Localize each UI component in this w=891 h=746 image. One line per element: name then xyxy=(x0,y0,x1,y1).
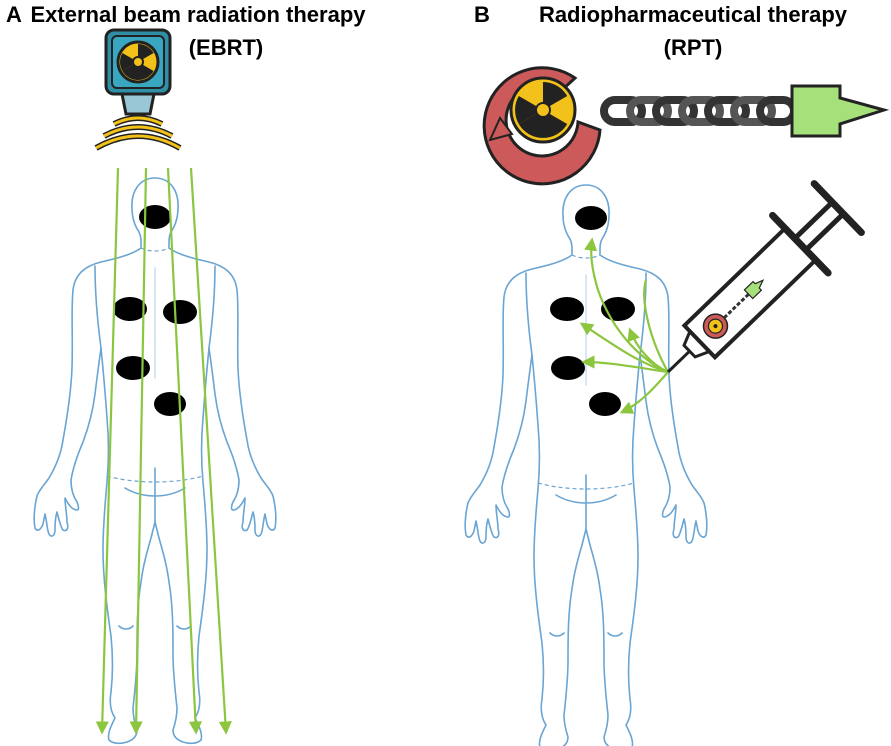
panel-b-title-line1: Radiopharmaceutical therapy xyxy=(539,2,848,27)
patient-body-a xyxy=(33,177,277,745)
panel-b-letter: B xyxy=(474,2,490,27)
distribution-routes xyxy=(579,237,669,414)
tumor xyxy=(116,356,150,380)
route-arrow xyxy=(581,355,669,374)
panel-b: B Radiopharmaceutical therapy (RPT) xyxy=(464,2,890,746)
beam-arrow xyxy=(189,167,232,735)
tumor xyxy=(589,392,621,416)
tumor xyxy=(550,297,584,321)
targeting-vector-icon xyxy=(790,84,890,138)
tumor xyxy=(575,206,607,230)
route-arrow xyxy=(643,279,669,373)
panel-a-letter: A xyxy=(6,2,22,27)
external-beams xyxy=(95,167,232,735)
radiopharmaceutical-conjugate-icon xyxy=(482,66,890,186)
route-arrow xyxy=(584,237,669,374)
patient-body-b xyxy=(464,184,708,746)
panel-a: A External beam radiation therapy (EBRT) xyxy=(6,2,367,745)
chain-linker-icon xyxy=(600,96,798,126)
tumor-group-a xyxy=(113,205,197,416)
route-arrow xyxy=(619,371,669,414)
panel-a-title-line1: External beam radiation therapy xyxy=(31,2,367,27)
panel-a-title-line2: (EBRT) xyxy=(189,35,264,60)
beam-arrow xyxy=(166,167,203,735)
panel-b-title-line2: (RPT) xyxy=(664,35,723,60)
route-arrow xyxy=(579,322,669,374)
tumor xyxy=(139,205,171,229)
radiation-machine-icon xyxy=(94,28,182,151)
tumor xyxy=(163,300,197,324)
tumor xyxy=(551,356,585,380)
tumor xyxy=(113,297,147,321)
mini-conjugate-icon xyxy=(702,279,765,339)
beam-arrow xyxy=(129,167,148,735)
radioactive-core-icon xyxy=(509,76,577,144)
tumor-group-b xyxy=(550,206,635,416)
beam-arrow xyxy=(95,167,120,735)
syringe-icon xyxy=(666,180,865,374)
tumor xyxy=(154,392,186,416)
